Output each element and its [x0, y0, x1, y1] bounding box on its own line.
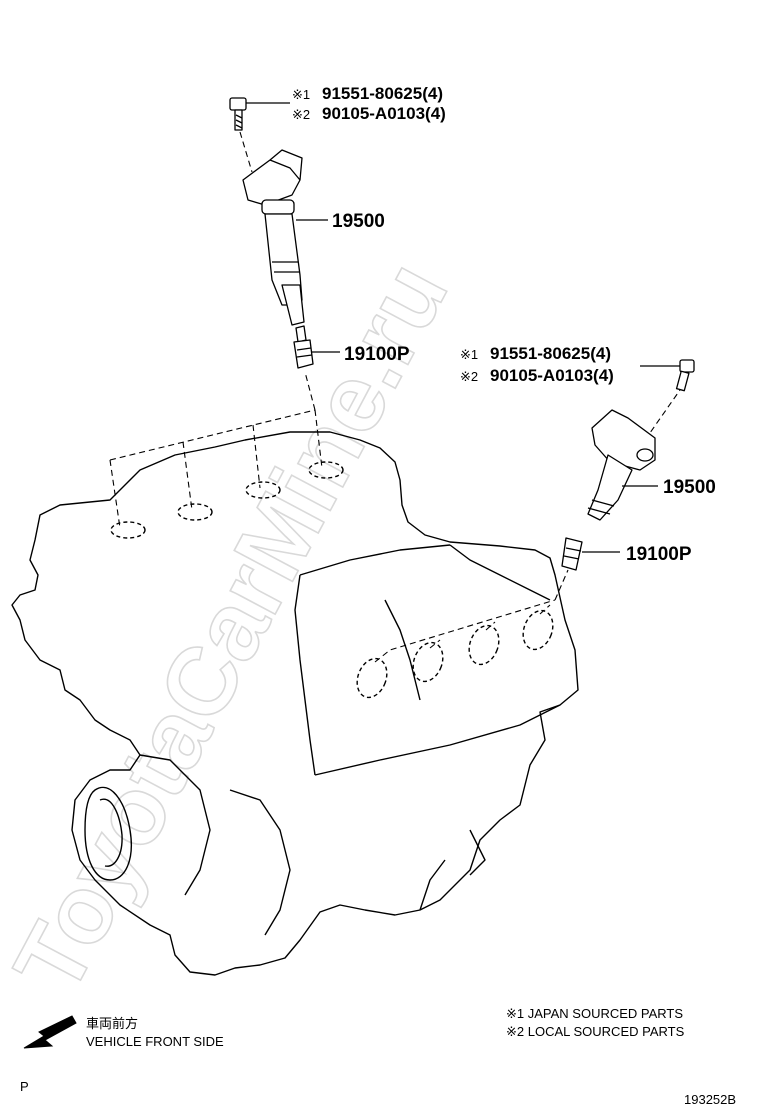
- left-bolt: [229, 97, 290, 173]
- legend: ※1 JAPAN SOURCED PARTS ※2 LOCAL SOURCED …: [506, 1006, 685, 1039]
- part-number: 90105-A0103(4): [490, 366, 614, 385]
- right-ignition-coil: [587, 409, 658, 521]
- note-mark: ※2: [292, 107, 310, 122]
- corner-mark: P: [20, 1079, 29, 1094]
- left-bolt-callout: ※1 91551-80625(4) ※2 90105-A0103(4): [292, 84, 446, 123]
- legend-note-2: ※2 LOCAL SOURCED PARTS: [506, 1024, 685, 1039]
- cylinder-hole: [522, 609, 554, 651]
- cylinder-hole: [177, 503, 213, 521]
- right-coil-part-number: 19500: [663, 477, 716, 498]
- direction-indicator: 車両前方 VEHICLE FRONT SIDE: [23, 1015, 224, 1049]
- cylinder-hole: [356, 657, 388, 699]
- direction-label-jp: 車両前方: [86, 1016, 138, 1031]
- part-number: 91551-80625(4): [490, 344, 611, 363]
- left-ignition-coil: [242, 149, 328, 326]
- cylinder-hole: [468, 624, 500, 666]
- note-mark: ※1: [292, 87, 310, 102]
- part-number: 91551-80625(4): [322, 84, 443, 103]
- left-plug-part-number: 19100P: [344, 344, 410, 365]
- note-mark: ※2: [460, 369, 478, 384]
- right-bank-leaders: [374, 389, 681, 663]
- direction-label-en: VEHICLE FRONT SIDE: [86, 1034, 224, 1049]
- right-spark-plug: [561, 537, 620, 571]
- cylinder-hole: [412, 641, 444, 683]
- right-plug-part-number: 19100P: [626, 544, 692, 565]
- cylinder-hole: [245, 481, 281, 499]
- legend-note-1: ※1 JAPAN SOURCED PARTS: [506, 1006, 683, 1021]
- cylinder-hole: [110, 521, 146, 539]
- left-spark-plug: [293, 325, 340, 369]
- left-bank-holes: [110, 461, 344, 539]
- note-mark: ※1: [460, 347, 478, 362]
- right-bolt-callout: ※1 91551-80625(4) ※2 90105-A0103(4): [460, 344, 614, 385]
- arrow-down-left-icon: [23, 1015, 77, 1049]
- part-number: 90105-A0103(4): [322, 104, 446, 123]
- right-bank-holes: [356, 609, 554, 699]
- cylinder-hole: [308, 461, 344, 479]
- right-bolt: [640, 359, 695, 392]
- left-bank-leaders: [109, 371, 323, 529]
- drawing-number: 193252B: [684, 1092, 736, 1107]
- left-coil-part-number: 19500: [332, 211, 385, 232]
